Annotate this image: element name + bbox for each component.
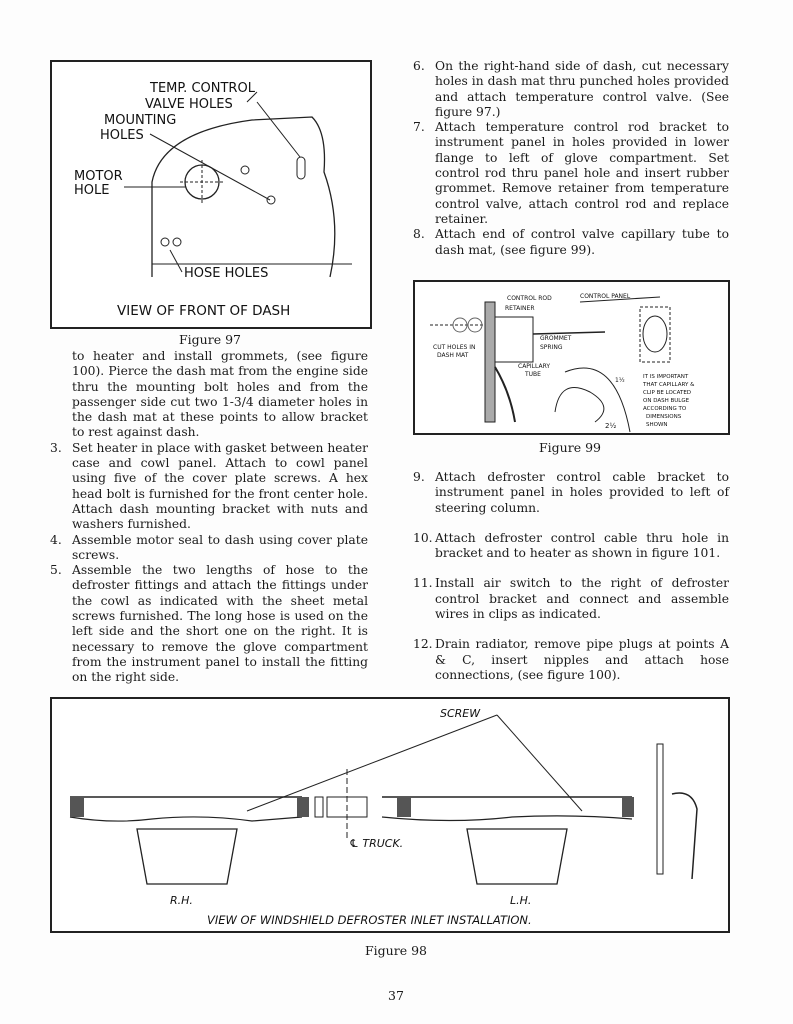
step-5: 5. Assemble the two lengths of hose to th… <box>50 563 368 685</box>
step-text: On the right-hand side of dash, cut nece… <box>435 59 729 119</box>
svg-text:ACCORDING TO: ACCORDING TO <box>643 406 687 412</box>
label-screw: SCREW <box>440 707 481 720</box>
step-number: 12. <box>413 637 433 652</box>
label-valve-holes: VALVE HOLES <box>145 97 233 112</box>
label-control-rod: CONTROL ROD <box>507 295 552 302</box>
figure-98-caption: Figure 98 <box>365 943 427 958</box>
figure-98: SCREW ℄ TRUCK. R.H. L.H. VIEW OF WINDSHI… <box>50 697 730 933</box>
step-text: Assemble the two lengths of hose to the … <box>72 563 368 685</box>
step-number: 3. <box>50 440 62 455</box>
label-control-panel: CONTROL PANEL <box>580 293 631 300</box>
step-9: 9. Attach defroster control cable bracket… <box>413 470 729 516</box>
right-column-bottom: 9. Attach defroster control cable bracket… <box>413 470 729 683</box>
step-text: Attach end of control valve capillary tu… <box>435 227 729 257</box>
step-text: Set heater in place with gasket between … <box>72 440 369 532</box>
figure-97-title: VIEW OF FRONT OF DASH <box>117 303 290 319</box>
figure-98-title: VIEW OF WINDSHIELD DEFROSTER INLET INSTA… <box>207 913 532 927</box>
figure-97-caption: Figure 97 <box>179 332 241 347</box>
label-lh: L.H. <box>510 894 531 907</box>
step-8: 8. Attach end of control valve capillary … <box>413 227 729 258</box>
windshield-defroster-diagram: SCREW ℄ TRUCK. R.H. L.H. VIEW OF WINDSHI… <box>69 707 698 927</box>
figure-99: CONTROL ROD CONTROL PANEL RETAINER GROMM… <box>413 280 730 435</box>
step-number: 5. <box>50 563 62 578</box>
step-number: 7. <box>413 120 425 135</box>
svg-text:DIMENSIONS: DIMENSIONS <box>646 414 682 420</box>
step-number: 10. <box>413 530 433 545</box>
svg-text:SHOWN: SHOWN <box>646 422 668 428</box>
label-mounting: MOUNTING <box>104 113 176 128</box>
label-grommet: GROMMET <box>540 335 572 342</box>
svg-text:IT IS IMPORTANT: IT IS IMPORTANT <box>643 374 689 380</box>
step-number: 4. <box>50 532 62 547</box>
step-number: 9. <box>413 470 425 484</box>
step-4: 4. Assemble motor seal to dash using cove… <box>50 533 368 564</box>
important-note: IT IS IMPORTANT THAT CAPILLARY & CLIP BE… <box>642 374 695 428</box>
step-11: 11.Install air switch to the right of de… <box>413 576 729 622</box>
figure-97: TEMP. CONTROL VALVE HOLES MOUNTING HOLES… <box>50 60 372 329</box>
step-10: 10.Attach defroster control cable thru h… <box>413 531 729 562</box>
paragraph-continuation: to heater and install grommets, (see fig… <box>72 349 368 440</box>
label-hole: HOLE <box>74 183 109 198</box>
svg-text:CLIP BE LOCATED: CLIP BE LOCATED <box>643 390 691 396</box>
step-text: Install air switch to the right of defro… <box>435 576 729 622</box>
dimension-1-1-2: 1½ <box>615 377 625 384</box>
step-number: 6. <box>413 59 425 73</box>
page-number: 37 <box>388 988 404 1003</box>
step-text: Drain radiator, remove pipe plugs at poi… <box>435 637 729 682</box>
figure-99-caption: Figure 99 <box>539 440 601 455</box>
step-number: 11. <box>413 576 433 591</box>
label-retainer: RETAINER <box>505 305 534 312</box>
dash-front-diagram: TEMP. CONTROL VALVE HOLES MOUNTING HOLES… <box>74 81 352 319</box>
left-column: to heater and install grommets, (see fig… <box>50 349 368 686</box>
right-column-top: 6. On the right-hand side of dash, cut ne… <box>413 59 729 258</box>
step-text: Assemble motor seal to dash using cover … <box>72 532 368 562</box>
label-truck-centerline: ℄ TRUCK. <box>349 837 403 850</box>
label-capillary: CAPILLARY <box>518 363 550 370</box>
label-holes: HOLES <box>100 128 144 143</box>
svg-text:ON DASH BULGE: ON DASH BULGE <box>643 398 690 404</box>
capillary-tube-diagram: CONTROL ROD CONTROL PANEL RETAINER GROMM… <box>430 293 695 433</box>
step-text: Attach defroster control cable thru hole… <box>435 530 729 561</box>
step-number: 8. <box>413 227 425 242</box>
step-3: 3. Set heater in place with gasket betwee… <box>50 441 368 533</box>
label-hose-holes: HOSE HOLES <box>184 266 268 281</box>
step-text: Attach defroster control cable bracket t… <box>435 470 729 515</box>
dimension-2-1-2: 2½ <box>605 422 616 430</box>
step-12: 12.Drain radiator, remove pipe plugs at … <box>413 637 729 683</box>
label-cut-holes: CUT HOLES IN <box>433 344 476 351</box>
label-rh: R.H. <box>170 894 193 907</box>
label-temp-control: TEMP. CONTROL <box>149 81 256 96</box>
svg-text:THAT CAPILLARY &: THAT CAPILLARY & <box>642 382 695 388</box>
label-spring: SPRING <box>540 344 563 351</box>
step-text: Attach temperature control rod bracket t… <box>435 120 729 226</box>
step-7: 7. Attach temperature control rod bracket… <box>413 120 729 227</box>
label-motor: MOTOR <box>74 169 123 184</box>
step-6: 6. On the right-hand side of dash, cut ne… <box>413 59 729 120</box>
label-dash-mat: DASH MAT <box>437 352 469 359</box>
label-tube: TUBE <box>524 371 541 378</box>
